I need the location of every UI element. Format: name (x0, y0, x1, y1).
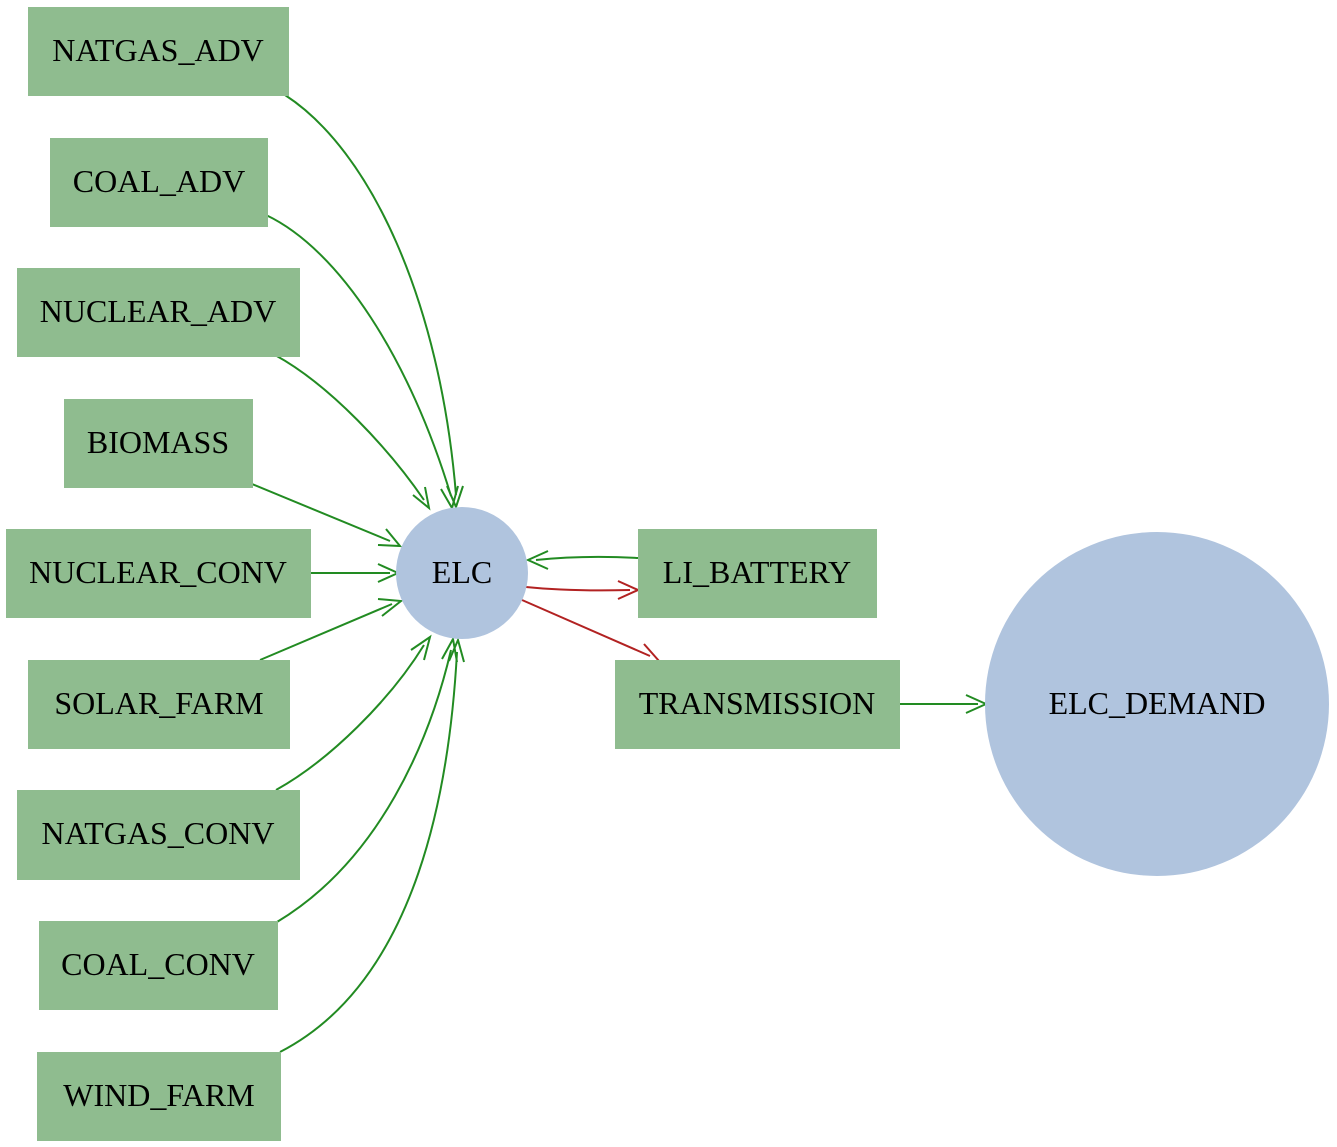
process-node-solar-farm[interactable]: SOLAR_FARM (28, 660, 290, 749)
elc-demand-label: ELC_DEMAND (1049, 685, 1266, 721)
nuclear-adv-label: NUCLEAR_ADV (40, 293, 276, 329)
edge-solar-farm-to-elc (259, 603, 393, 661)
edge-elc-to-transmission (521, 599, 651, 657)
commodity-node-elc[interactable]: ELC (396, 507, 528, 639)
commodity-node-elc-demand[interactable]: ELC_DEMAND (985, 532, 1329, 876)
solar-farm-box (28, 660, 290, 749)
solar-farm-label: SOLAR_FARM (54, 685, 263, 721)
arrowhead-nuclear-adv (412, 486, 431, 511)
biomass-box (64, 399, 253, 488)
arrowhead-coal-conv (441, 636, 458, 663)
process-node-nuclear-conv[interactable]: NUCLEAR_CONV (6, 529, 311, 618)
edge-natgas-conv-to-elc (275, 644, 425, 791)
wind-farm-label: WIND_FARM (63, 1077, 254, 1113)
arrowhead-wind-farm (448, 636, 465, 663)
natgas-conv-box (17, 790, 300, 880)
process-node-transmission[interactable]: TRANSMISSION (615, 660, 900, 749)
process-node-coal-adv[interactable]: COAL_ADV (50, 138, 268, 227)
edge-elc-to-li-battery (525, 586, 631, 592)
li-battery-label: LI_BATTERY (663, 554, 851, 590)
transmission-label: TRANSMISSION (639, 685, 875, 721)
process-node-natgas-adv[interactable]: NATGAS_ADV (28, 7, 289, 96)
edge-coal-adv-to-elc (265, 214, 452, 497)
edge-biomass-to-elc (251, 483, 391, 542)
elc-demand-circle (985, 532, 1329, 876)
nuclear-conv-label: NUCLEAR_CONV (29, 554, 287, 590)
arrowhead-natgas-conv (410, 634, 432, 661)
coal-adv-box (50, 138, 268, 227)
edges (251, 94, 989, 1053)
process-node-coal-conv[interactable]: COAL_CONV (39, 921, 278, 1010)
process-node-natgas-conv[interactable]: NATGAS_CONV (17, 790, 300, 880)
natgas-adv-box (28, 7, 289, 96)
nuclear-adv-box (17, 268, 300, 357)
edge-coal-conv-to-elc (276, 649, 452, 923)
coal-conv-label: COAL_CONV (61, 946, 255, 982)
coal-conv-box (39, 921, 278, 1010)
edge-wind-farm-to-elc (279, 651, 458, 1053)
arrowhead-biomass (377, 528, 403, 548)
edge-li-battery-to-elc (535, 555, 639, 561)
elc-label: ELC (432, 554, 492, 590)
biomass-label: BIOMASS (87, 424, 229, 460)
coal-adv-label: COAL_ADV (73, 163, 245, 199)
arrowhead-li-battery-to-elc (525, 550, 549, 570)
transmission-box (615, 660, 900, 749)
nuclear-conv-box (6, 529, 311, 618)
process-node-wind-farm[interactable]: WIND_FARM (37, 1052, 281, 1141)
natgas-adv-label: NATGAS_ADV (52, 32, 264, 68)
process-node-nuclear-adv[interactable]: NUCLEAR_ADV (17, 268, 300, 357)
arrowhead-elc-to-transmission (636, 643, 662, 662)
process-node-biomass[interactable]: BIOMASS (64, 399, 253, 488)
natgas-conv-label: NATGAS_CONV (42, 815, 275, 851)
li-battery-box (638, 529, 877, 618)
process-node-li-battery[interactable]: LI_BATTERY (638, 529, 877, 618)
elc-circle (396, 507, 528, 639)
edge-nuclear-adv-to-elc (274, 354, 425, 501)
arrowhead-solar-farm (377, 598, 404, 617)
wind-farm-box (37, 1052, 281, 1141)
edge-natgas-adv-to-elc (284, 94, 457, 496)
